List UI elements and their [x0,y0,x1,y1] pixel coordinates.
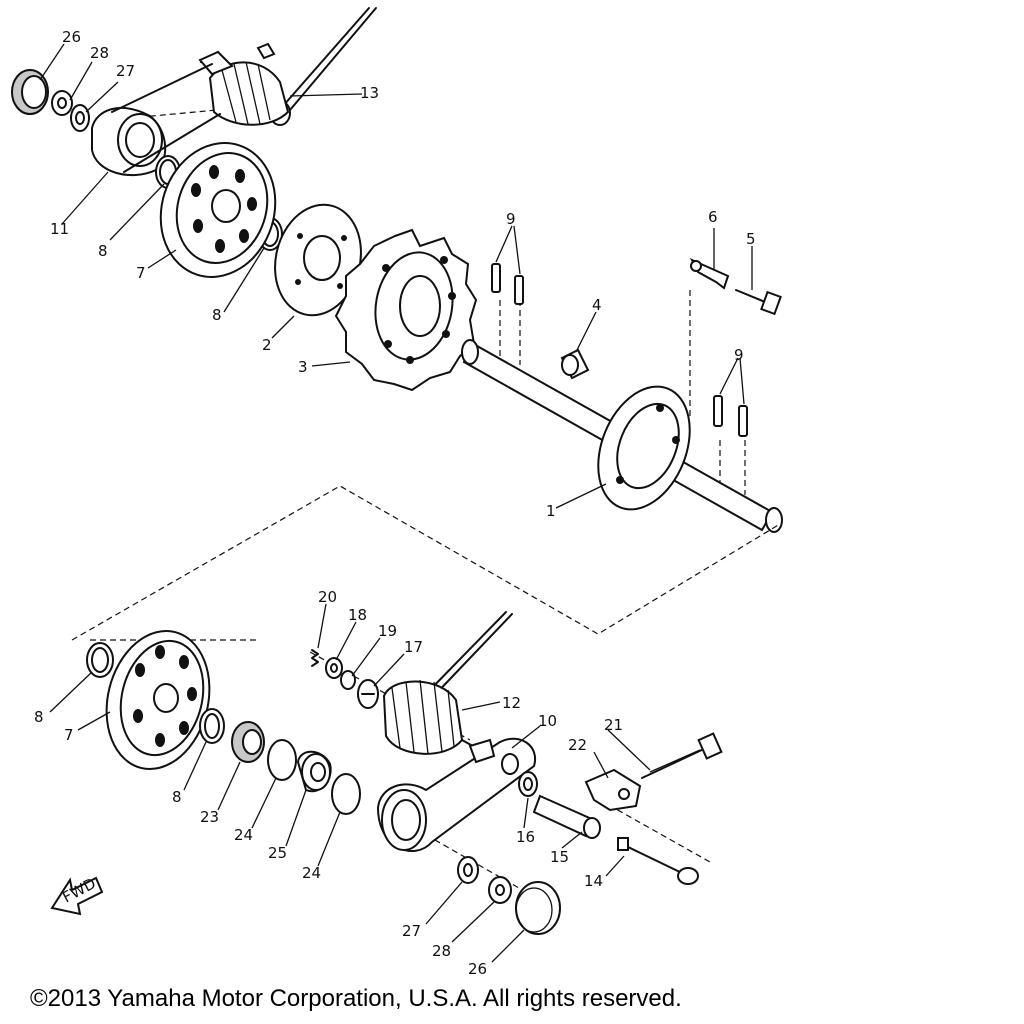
callout-12: 12 [502,694,521,712]
callout-1: 1 [546,502,556,520]
callout-7: 7 [136,264,146,282]
callout-17: 17 [404,638,423,656]
callout-28: 28 [90,44,109,62]
part-3-sprocket [334,228,478,392]
callout-18: 18 [348,606,367,624]
part-26-cap-upper [11,69,49,115]
callout-9: 9 [734,346,744,364]
callout-2: 2 [262,336,272,354]
callout-27: 27 [402,922,421,940]
part-8-ring-lower-a [86,642,114,678]
part-24-circlip-a [267,739,297,781]
part-21-bolt [641,732,723,779]
copyright-notice: ©2013 Yamaha Motor Corporation, U.S.A. A… [30,985,682,1012]
callout-20: 20 [318,588,337,606]
callout-24: 24 [302,864,321,882]
part-28-nut-lower [488,876,512,904]
callout-14: 14 [584,872,603,890]
callout-8: 8 [34,708,44,726]
callout-28: 28 [432,942,451,960]
callout-8: 8 [212,306,222,324]
callout-9: 9 [506,210,516,228]
part-15-sleeve [532,794,601,839]
callout-8: 8 [98,242,108,260]
callout-11: 11 [50,220,69,238]
callout-13: 13 [360,84,379,102]
callout-15: 15 [550,848,569,866]
part-7-wheel-lower [105,630,211,770]
part-27-washer-lower [457,856,479,884]
callout-24: 24 [234,826,253,844]
part-12-torsion-spring [382,611,513,755]
callout-22: 22 [568,736,587,754]
callout-26: 26 [62,28,81,46]
part-23-seal [231,721,265,763]
exploded-parts-diagram: FWD 26 28 27 13 11 8 7 8 2 3 9 [11,7,783,978]
callout-6: 6 [708,208,718,226]
callout-23: 23 [200,808,219,826]
part-20-spring-small [311,649,319,667]
upper-leader-lines [39,43,753,509]
callout-4: 4 [592,296,602,314]
part-11-gear-housing [91,42,290,177]
part-10-arm [376,737,537,852]
callout-8: 8 [172,788,182,806]
callout-3: 3 [298,358,308,376]
part-17-washer [357,679,379,709]
part-26-cap-lower [515,881,561,935]
part-25-bearing [296,750,332,793]
callout-16: 16 [516,828,535,846]
part-27-washer-upper [70,104,90,132]
callout-19: 19 [378,622,397,640]
part-8-ring-lower-b [199,708,225,744]
part-16-washer [518,771,538,797]
callout-26: 26 [468,960,487,978]
part-19-washer [340,670,356,690]
part-5-bolt [735,289,782,316]
part-4-collar [560,348,590,380]
callout-25: 25 [268,844,287,862]
callout-7: 7 [64,726,74,744]
part-9-pins-lower [713,395,748,437]
lower-leader-lines [49,603,651,963]
callout-labels: 26 28 27 13 11 8 7 8 2 3 9 4 6 5 9 1 20 … [34,28,756,978]
forward-arrow-icon: FWD [50,874,104,916]
part-28-nut-upper [51,90,73,116]
callout-21: 21 [604,716,623,734]
part-22-stopper [584,768,642,812]
part-9-pins-upper [491,263,524,305]
part-2-plate [274,203,362,317]
part-7-wheel-upper [159,142,277,278]
callout-27: 27 [116,62,135,80]
part-18-nut [325,657,343,679]
assembly-boundary [71,485,781,641]
callout-5: 5 [746,230,756,248]
part-1-shaft [461,339,783,533]
part-24-circlip-b [331,773,361,815]
part-6-bracket [689,257,730,290]
callout-10: 10 [538,712,557,730]
part-14-bolt [617,837,699,885]
